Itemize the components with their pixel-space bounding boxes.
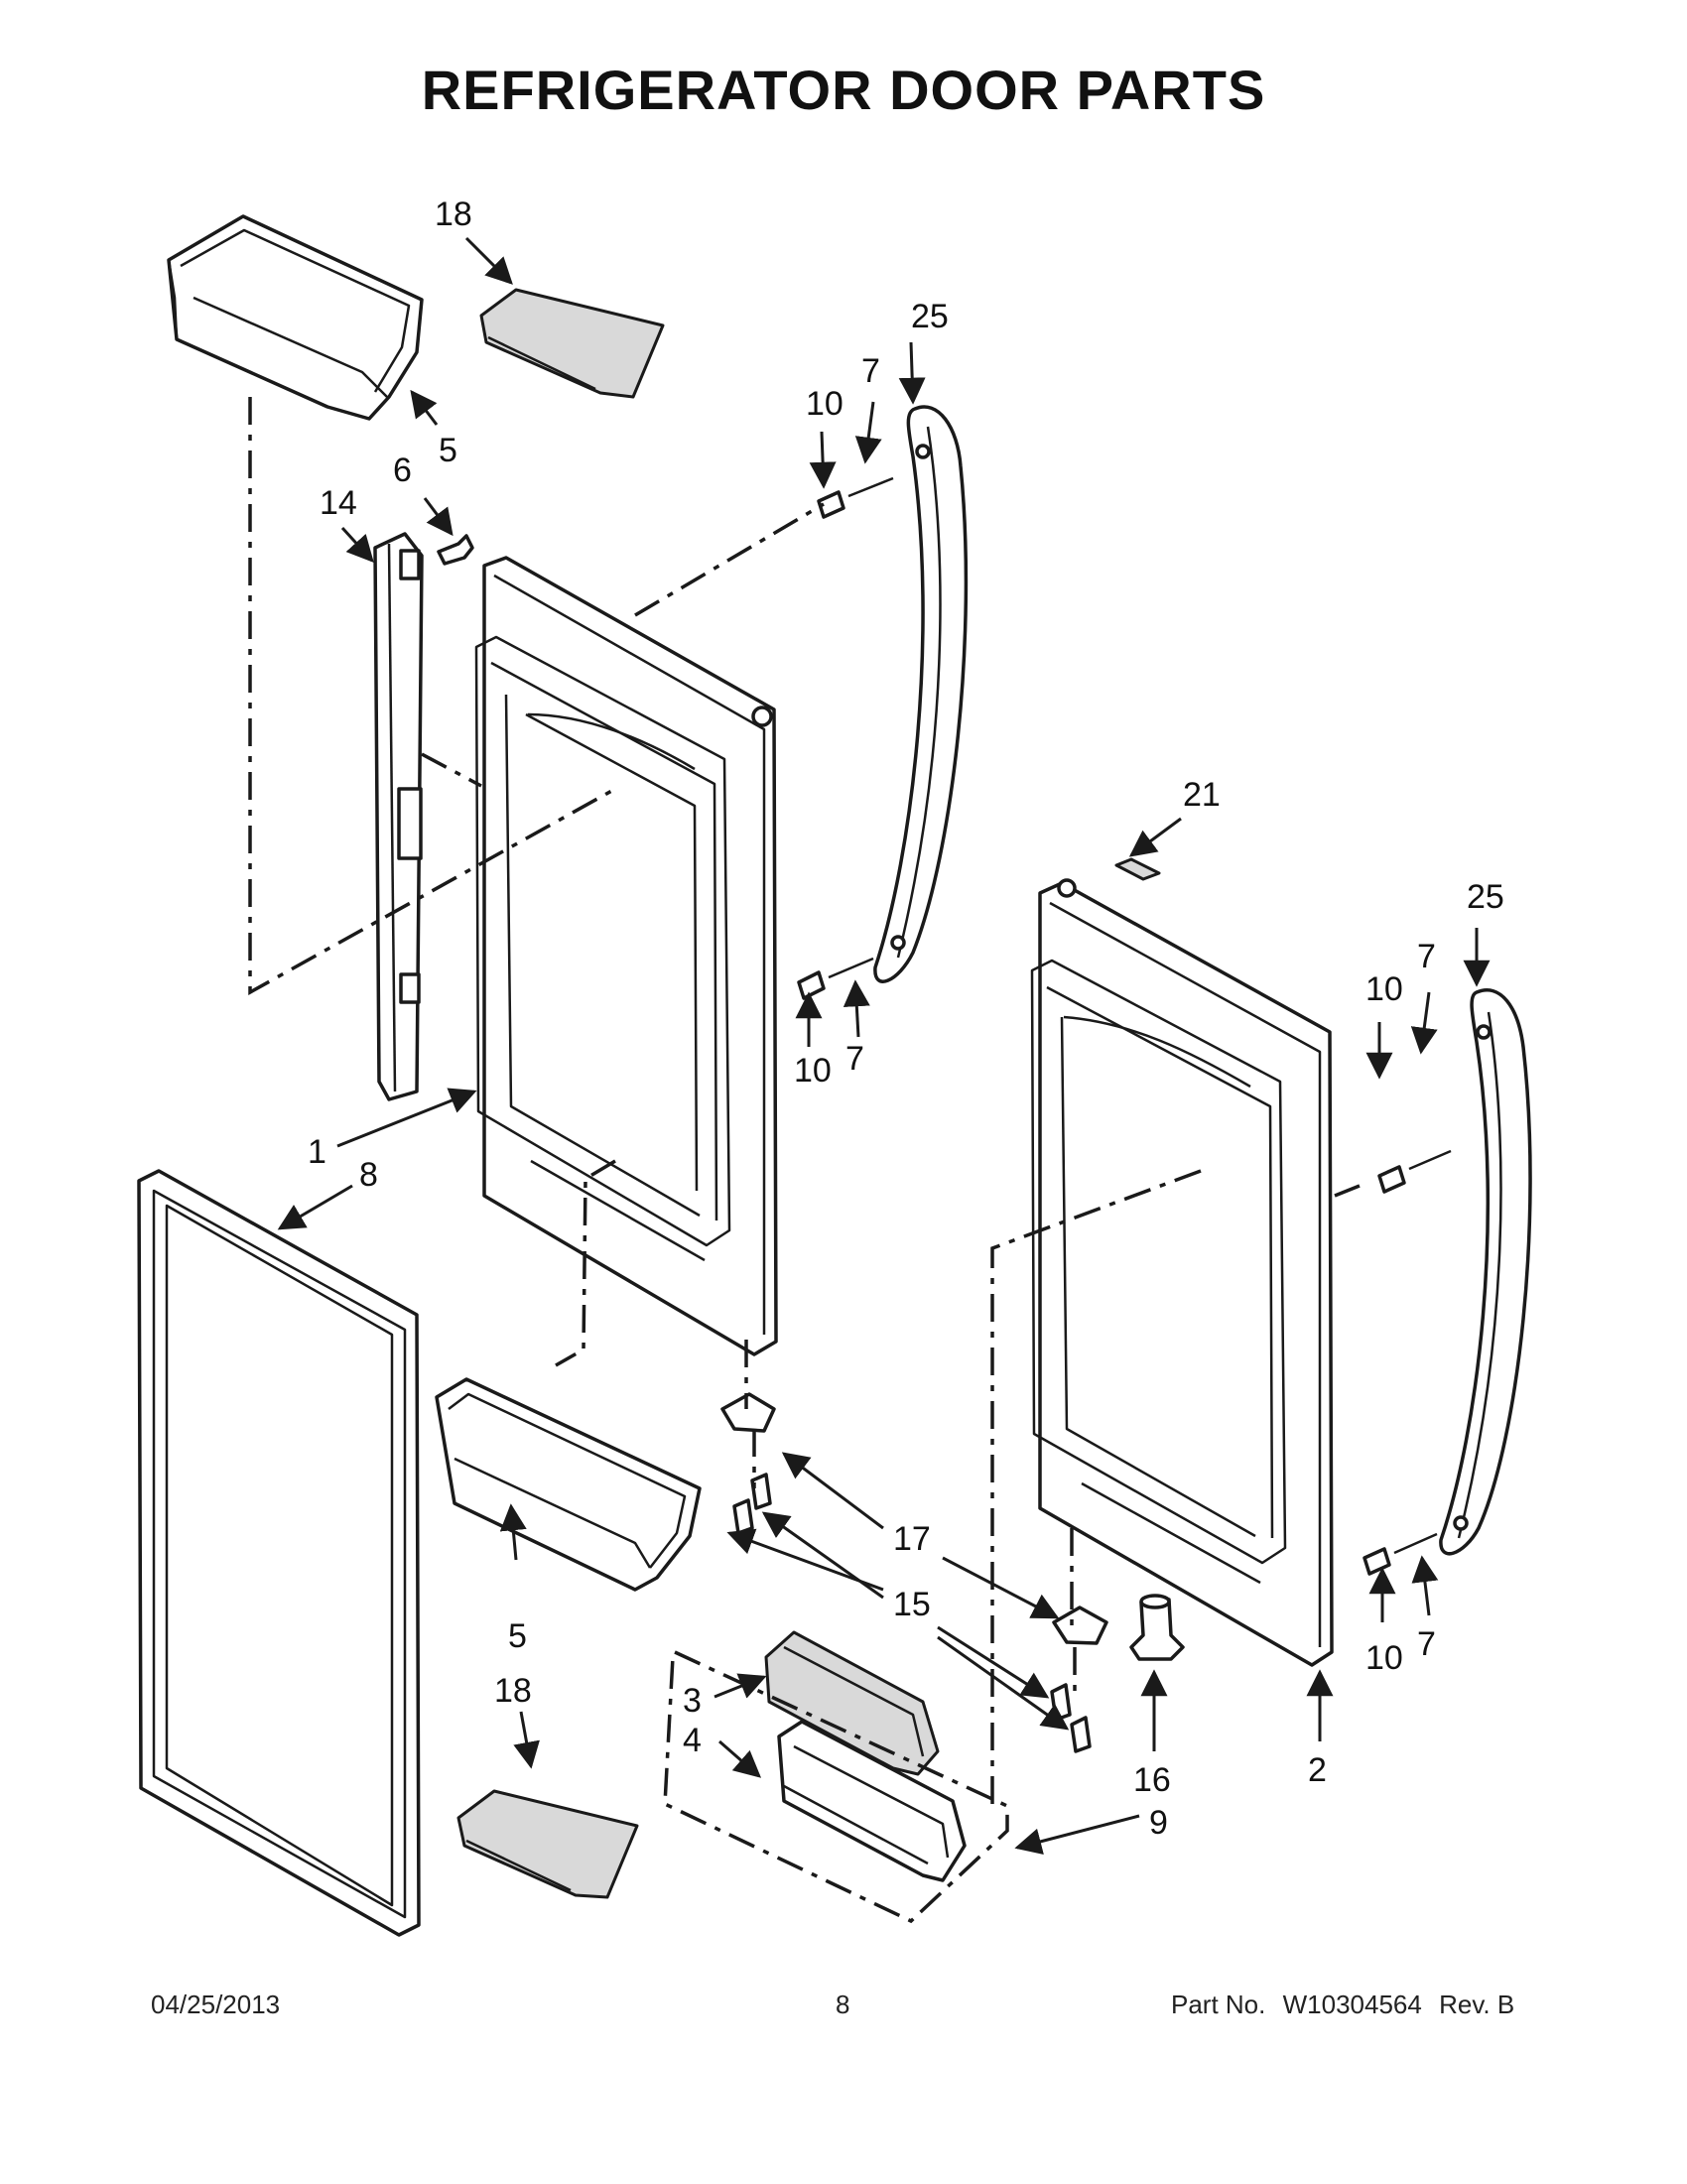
screw-6 <box>437 534 474 566</box>
callout-15: 15 <box>893 1586 931 1623</box>
part-number-label: Part No. <box>1171 1990 1266 2019</box>
shelf-cover-upper <box>479 288 665 399</box>
door-gasket <box>137 1169 421 1937</box>
callout-4: 4 <box>683 1722 702 1759</box>
hinge-bracket-right <box>1050 1606 1108 1753</box>
callout-6: 6 <box>393 451 412 489</box>
footer-date: 04/25/2013 <box>151 1990 281 2019</box>
callout-18-upper: 18 <box>435 195 472 233</box>
callout-7-upper-right: 7 <box>1417 938 1436 975</box>
callout-10-lower-right: 10 <box>1365 1639 1403 1677</box>
callout-21: 21 <box>1183 776 1221 814</box>
callout-5-lower: 5 <box>508 1617 527 1655</box>
callout-9: 9 <box>1149 1804 1168 1842</box>
door-left <box>474 556 778 1356</box>
callout-7-lower-right: 7 <box>1417 1625 1436 1663</box>
callout-3: 3 <box>683 1682 702 1720</box>
callout-8: 8 <box>359 1156 378 1194</box>
handle-left <box>873 405 969 983</box>
door-right <box>1030 878 1334 1667</box>
footer-page-number: 8 <box>836 1990 850 2019</box>
callout-2: 2 <box>1308 1751 1327 1789</box>
callout-7-upper-left: 7 <box>861 352 880 390</box>
callout-25-left: 25 <box>911 298 949 335</box>
door-bin-lower <box>435 1377 702 1592</box>
callout-16: 16 <box>1133 1761 1171 1799</box>
footer-part-number: Part No. W10304564 Rev. B <box>1171 1990 1514 2020</box>
page-title: REFRIGERATOR DOOR PARTS <box>421 59 1266 121</box>
callout-18-lower: 18 <box>494 1672 532 1710</box>
callout-10-mid-left: 10 <box>794 1052 832 1090</box>
callout-10-upper-right: 10 <box>1365 970 1403 1008</box>
dispenser-bin <box>777 1720 967 1882</box>
callout-arrows <box>277 236 1491 1855</box>
handle-fasteners <box>797 476 1452 1576</box>
callout-1: 1 <box>308 1133 326 1171</box>
hinge-bracket-left <box>720 1392 776 1535</box>
callout-10-upper-left: 10 <box>806 385 844 423</box>
callout-17: 17 <box>893 1520 931 1558</box>
assembly-leader-lines <box>248 397 1361 1924</box>
callout-25-right: 25 <box>1467 878 1504 916</box>
handle-right <box>1439 988 1532 1556</box>
door-bin-upper <box>167 214 424 421</box>
part-number-value: W10304564 <box>1282 1990 1422 2019</box>
shelf-cover-lower <box>456 1789 639 1899</box>
dispenser-cover <box>764 1630 940 1776</box>
callout-5-upper: 5 <box>439 432 457 469</box>
callout-7-mid-left: 7 <box>845 1040 864 1078</box>
hinge-channel <box>373 532 424 1101</box>
hinge-pin <box>1129 1594 1185 1661</box>
callout-labels: 18 25 7 10 5 6 14 21 25 7 10 10 7 1 8 17… <box>308 195 1504 1842</box>
revision: Rev. B <box>1439 1990 1515 2019</box>
part-21 <box>1114 857 1161 881</box>
callout-14: 14 <box>320 484 357 522</box>
